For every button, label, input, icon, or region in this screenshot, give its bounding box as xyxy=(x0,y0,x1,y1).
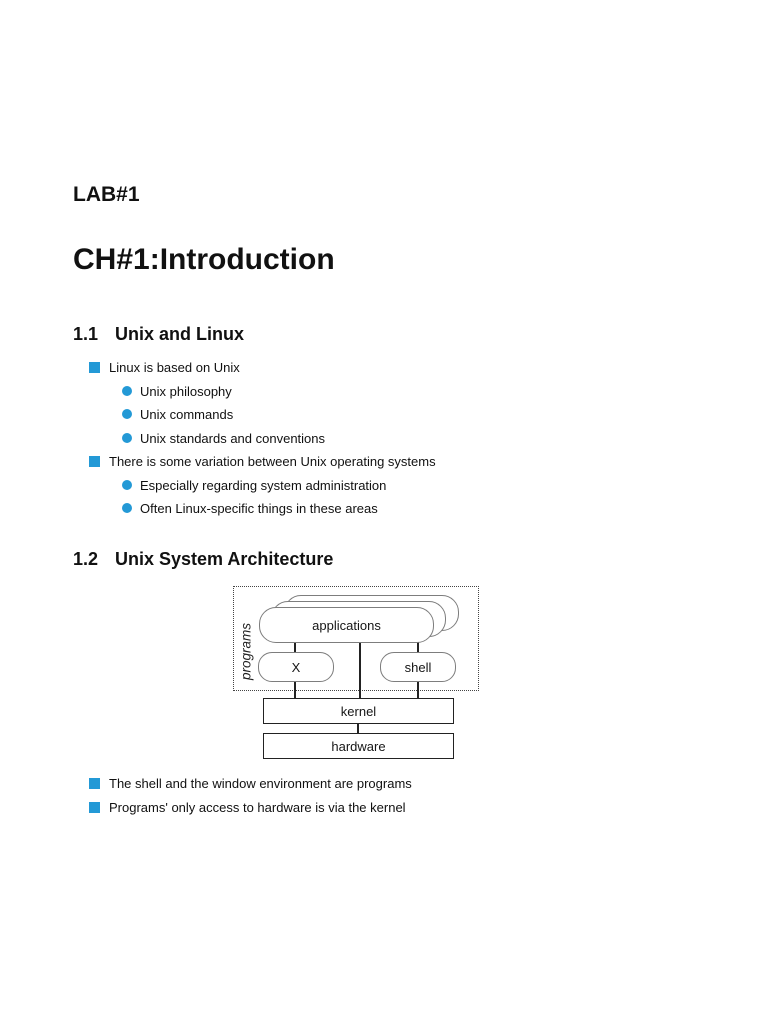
bullet-text: The shell and the window environment are… xyxy=(109,775,412,791)
section-number: 1.1 xyxy=(73,324,99,344)
circle-bullet-icon xyxy=(122,409,132,419)
connector-line xyxy=(294,680,296,699)
list-item: Unix philosophy xyxy=(122,383,232,399)
list-item: Especially regarding system administrati… xyxy=(122,477,386,493)
connector-line xyxy=(359,641,361,699)
chapter-title: CH#1:Introduction xyxy=(73,243,335,276)
list-item: There is some variation between Unix ope… xyxy=(89,453,436,469)
applications-box: applications xyxy=(259,607,434,643)
list-item: Unix standards and conventions xyxy=(122,430,325,446)
connector-line xyxy=(294,641,296,653)
bullet-text: Often Linux-specific things in these are… xyxy=(140,500,378,516)
square-bullet-icon xyxy=(89,801,100,813)
list-item: Programs' only access to hardware is via… xyxy=(89,799,406,815)
bullet-text: Unix standards and conventions xyxy=(140,430,326,446)
programs-group-label: programs xyxy=(238,622,254,681)
hardware-box: hardware xyxy=(263,733,454,759)
bullet-text: Programs' only access to hardware is via… xyxy=(109,799,406,815)
list-item: Unix commands xyxy=(122,406,233,422)
section-heading-1-2: 1.2 Unix System Architecture xyxy=(73,549,334,570)
bullet-text: There is some variation between Unix ope… xyxy=(109,453,436,469)
square-bullet-icon xyxy=(89,361,100,373)
list-item: The shell and the window environment are… xyxy=(89,775,412,791)
circle-bullet-icon xyxy=(122,503,132,513)
bullet-text: Especially regarding system administrati… xyxy=(140,477,387,493)
circle-bullet-icon xyxy=(122,480,132,490)
bullet-text: Unix commands xyxy=(140,406,234,422)
list-item: Linux is based on Unix xyxy=(89,359,240,375)
section-title: Unix System Architecture xyxy=(115,549,334,569)
section-heading-1-1: 1.1 Unix and Linux xyxy=(73,324,245,345)
programs-group-box xyxy=(233,586,479,691)
applications-box-middle xyxy=(271,601,446,637)
x-box: X xyxy=(258,652,334,682)
section-title: Unix and Linux xyxy=(115,324,245,344)
lab-title: LAB#1 xyxy=(73,183,140,206)
bullet-text: Linux is based on Unix xyxy=(109,359,240,375)
bullet-text: Unix philosophy xyxy=(140,383,232,399)
circle-bullet-icon xyxy=(122,386,132,396)
connector-line xyxy=(357,722,359,734)
kernel-box: kernel xyxy=(263,698,454,724)
applications-box-back xyxy=(284,595,459,631)
shell-box: shell xyxy=(380,652,456,682)
section-number: 1.2 xyxy=(73,549,99,569)
square-bullet-icon xyxy=(89,455,100,467)
square-bullet-icon xyxy=(89,777,100,789)
circle-bullet-icon xyxy=(122,433,132,443)
connector-line xyxy=(417,680,419,699)
connector-line xyxy=(417,641,419,653)
list-item: Often Linux-specific things in these are… xyxy=(122,500,378,516)
